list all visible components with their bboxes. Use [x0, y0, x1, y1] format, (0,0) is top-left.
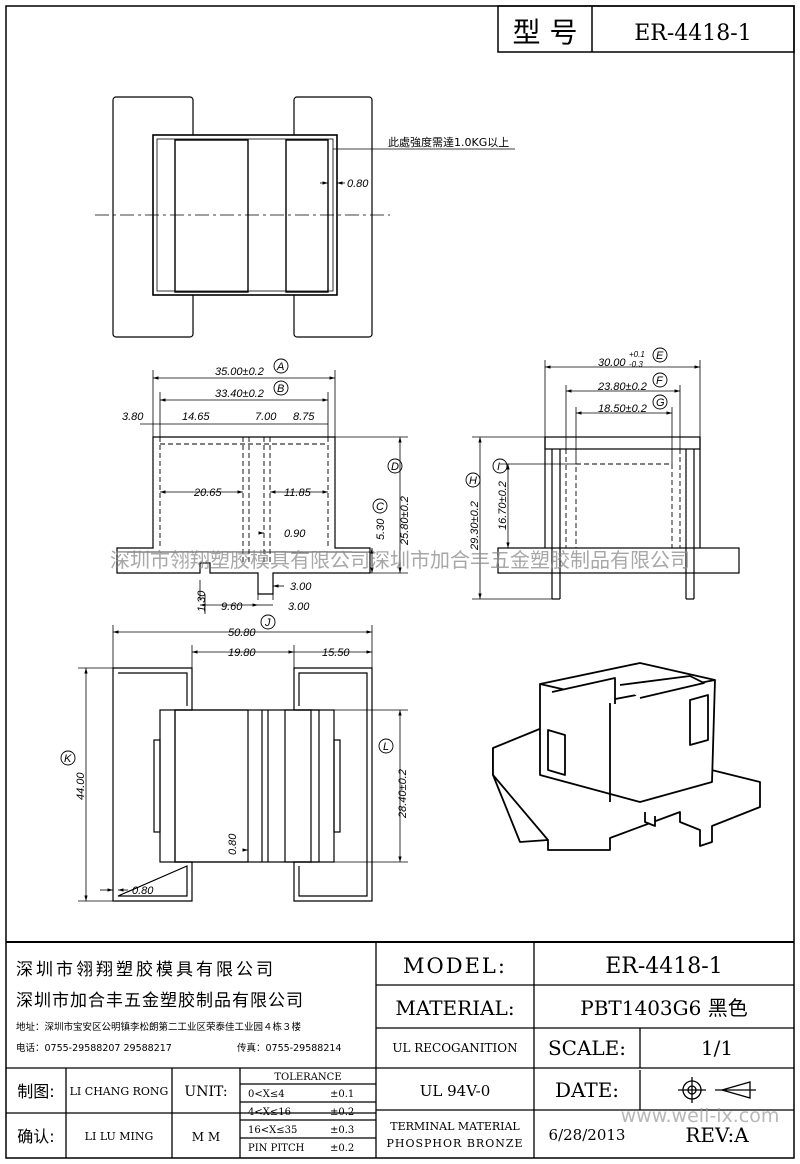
bottom-dim-15-50: 15.50: [322, 647, 350, 659]
tol-range-3: 16<X≤35: [248, 1125, 297, 1136]
rev-label: REV:A: [685, 1123, 749, 1147]
scale-label: SCALE:: [548, 1036, 626, 1060]
tolerance-title: TOLERANCE: [274, 1072, 341, 1083]
front-dim-3-00b: 3.00: [288, 601, 310, 613]
front-dim-33: 33.40±0.2: [215, 388, 264, 400]
company-address: 地址：深圳市宝安区公明镇李松朗第二工业区荣泰佳工业园４栋３楼: [16, 1021, 302, 1033]
tol-range-1: 0<X≤4: [248, 1089, 285, 1100]
front-dim-20-65: 20.65: [193, 487, 222, 499]
side-dim-30-minus: -0.3: [629, 360, 643, 369]
top-view-dim-wall: 0.80: [347, 178, 369, 190]
side-dim-18-50: 18.50±0.2: [598, 403, 647, 415]
header-label: 型 号: [513, 16, 578, 49]
date-value: 6/28/2013: [549, 1126, 626, 1144]
side-dim-30: 30.00: [598, 357, 626, 369]
terminal-value: PHOSPHOR BRONZE: [386, 1137, 523, 1150]
site-watermark: www.well-ix.com: [621, 1105, 780, 1127]
front-dim-1-30: 1.30: [196, 590, 208, 612]
front-dim-9-60: 9.60: [221, 601, 243, 613]
tol-range-4: PIN PITCH: [248, 1143, 305, 1154]
side-dim-29-30: 29.30±0.2: [469, 501, 481, 551]
check-label: 确认:: [17, 1127, 54, 1146]
front-view-dimensions: [140, 370, 408, 614]
bottom-view: [112, 667, 373, 902]
top-view: [95, 96, 390, 338]
material-label: MATERIAL:: [395, 996, 514, 1020]
front-markers: [273, 358, 403, 514]
bottom-dim-50-80: 50.80: [228, 627, 256, 639]
front-dim-11-85: 11.85: [284, 487, 312, 499]
header-model: ER-4418-1: [634, 21, 751, 46]
marker-k: K: [64, 753, 72, 765]
company-fax: 传真：0755-29588214: [237, 1042, 341, 1054]
model-value: ER-4418-1: [605, 954, 722, 979]
bottom-dim-0-80b: 0.80: [132, 885, 154, 897]
top-view-strength-note: 此處強度需達1.0KG以上: [388, 135, 509, 149]
marker-i: I: [497, 461, 500, 473]
front-dim-14-65: 14.65: [182, 411, 210, 423]
front-dim-5-30: 5.30: [375, 518, 387, 540]
marker-a: A: [276, 361, 284, 373]
side-dim-30-plus: +0.1: [629, 350, 645, 359]
front-dim-3-80: 3.80: [122, 411, 144, 423]
bottom-dim-28-40: 28.40±0.2: [397, 769, 409, 819]
projection-symbol-icon: [678, 1077, 756, 1103]
ul-value: UL 94V-0: [420, 1082, 491, 1100]
front-view: [116, 436, 371, 600]
title-block-grid: [6, 941, 794, 1158]
unit-value: M M: [192, 1130, 220, 1144]
material-value: PBT1403G6 黑色: [580, 996, 747, 1020]
bottom-dim-44-00: 44.00: [75, 772, 87, 800]
isometric-view: [492, 662, 761, 851]
terminal-label: TERMINAL MATERIAL: [390, 1120, 520, 1133]
marker-l: L: [383, 741, 389, 753]
bottom-dim-19-80: 19.80: [228, 647, 256, 659]
marker-h: H: [469, 475, 477, 487]
tol-range-2: 4<X≤16: [248, 1107, 291, 1118]
company-name-1: 深圳市翎翔塑胶模具有限公司: [16, 960, 276, 980]
tol-value-3: ±0.3: [330, 1125, 354, 1136]
bottom-dim-0-80a: 0.80: [227, 833, 239, 855]
side-markers: [465, 347, 668, 488]
check-value: LI LU MING: [85, 1130, 154, 1143]
front-dim-25-80: 25.80±0.2: [399, 496, 411, 546]
marker-e: E: [656, 350, 664, 362]
marker-c: C: [376, 501, 384, 513]
front-dim-3-00a: 3.00: [290, 581, 312, 593]
tol-value-2: ±0.2: [330, 1107, 354, 1118]
marker-g: G: [656, 397, 665, 409]
drawn-value: LI CHANG RONG: [70, 1085, 169, 1098]
side-dim-23-80: 23.80±0.2: [597, 381, 647, 393]
bottom-view-dimensions: [78, 625, 408, 902]
marker-f: F: [656, 375, 664, 387]
scale-value: 1/1: [701, 1036, 733, 1060]
front-dim-0-90: 0.90: [284, 528, 306, 540]
tol-value-1: ±0.1: [330, 1089, 354, 1100]
front-dim-8-75: 8.75: [293, 411, 315, 423]
side-dim-16-70: 16.70±0.2: [497, 481, 509, 530]
front-dim-7-00: 7.00: [255, 411, 277, 423]
marker-b: B: [277, 383, 284, 395]
model-label: MODEL:: [403, 954, 507, 978]
company-watermark: 深圳市翎翔塑胶模具有限公司深圳市加合丰五金塑胶制品有限公司: [110, 548, 690, 572]
front-dim-35: 35.00±0.2: [215, 366, 264, 378]
ul-label: UL RECOGANITION: [392, 1041, 517, 1055]
company-name-2: 深圳市加合丰五金塑胶制品有限公司: [16, 991, 304, 1011]
side-view: [497, 436, 740, 600]
company-phone: 电话：0755-29588207 29588217: [16, 1042, 172, 1054]
marker-j: J: [264, 617, 271, 629]
tol-value-4: ±0.2: [330, 1143, 354, 1154]
sheet-border: [5, 5, 795, 1159]
drawn-label: 制图:: [17, 1082, 54, 1101]
unit-label: UNIT:: [184, 1084, 227, 1100]
side-view-dimensions: [472, 360, 701, 600]
bottom-markers: [60, 614, 394, 766]
date-label: DATE:: [555, 1078, 619, 1102]
header-model-box: 型 号 ER-4418-1: [497, 5, 795, 53]
marker-d: D: [391, 461, 399, 473]
